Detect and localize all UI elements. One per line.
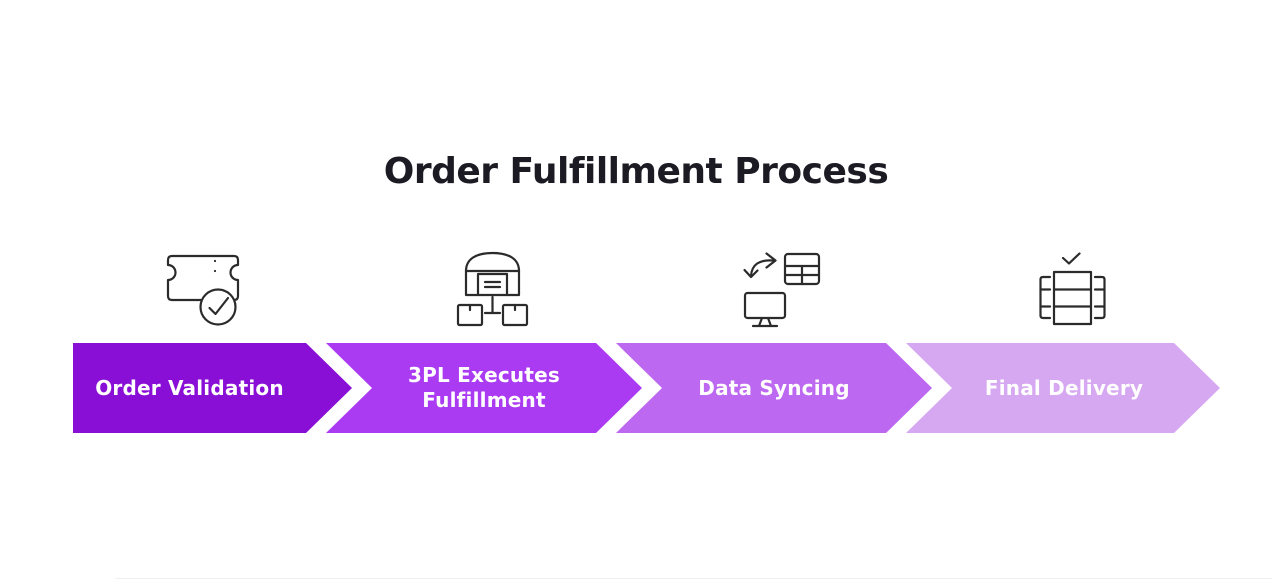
sync-arrow-curve — [749, 259, 775, 278]
checkmark — [208, 296, 230, 316]
warehouse-body — [464, 269, 521, 297]
warehouse-network-icon — [445, 245, 535, 335]
step-1-chevron — [73, 343, 352, 433]
page-title: Order Fulfillment Process — [383, 151, 889, 192]
right-bracket-rungs — [1093, 288, 1106, 308]
check-circle — [199, 288, 237, 326]
step-3-chevron — [616, 343, 932, 433]
shelf-stack — [1052, 270, 1093, 326]
ticket-check-icon — [155, 245, 245, 335]
monitor-screen — [743, 291, 787, 320]
step-4-label: Final Delivery — [984, 375, 1144, 400]
data-sync-icon — [736, 245, 826, 335]
step-3-label: Data Syncing — [698, 375, 850, 400]
right-bracket — [1093, 275, 1106, 320]
shelf-check-icon — [1026, 245, 1116, 335]
step-2-label: 3PL Executes Fulfillment — [408, 363, 560, 412]
checkmark — [1061, 252, 1081, 265]
warehouse-door-slats — [483, 280, 502, 289]
step-1-label: Order Validation — [95, 375, 284, 400]
warehouse-door — [476, 272, 509, 297]
step-4-chevron — [906, 343, 1220, 433]
sync-arrowhead-right — [765, 252, 777, 269]
monitor-stand — [751, 316, 779, 328]
network-connector — [483, 295, 502, 315]
process-flow-arrows — [73, 343, 1220, 433]
left-bracket-rungs — [1039, 288, 1052, 308]
data-table-grid — [783, 264, 821, 286]
left-bracket — [1039, 275, 1052, 320]
step-2-chevron — [326, 343, 642, 433]
sync-arrowhead-down — [743, 268, 759, 279]
shelf-dividers — [1052, 288, 1093, 308]
warehouse-roof — [464, 251, 521, 273]
